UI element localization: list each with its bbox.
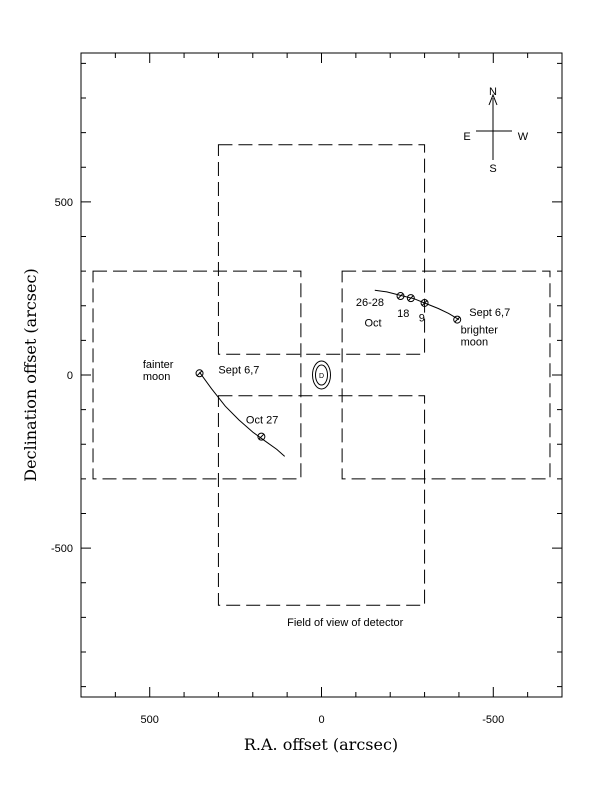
compass-east-label: E: [463, 131, 470, 143]
annotation-label: Sept 6,7: [218, 364, 259, 376]
moon-marker-cross: [407, 295, 414, 301]
moon-tracks-layer: D: [195, 289, 462, 457]
ticks-layer: 500 0 -500 500 0 -500: [51, 53, 562, 726]
y-tick-label: 0: [67, 370, 73, 382]
annotation-label: 9: [419, 312, 425, 324]
detector-field: [341, 270, 551, 480]
moon-marker: [195, 369, 204, 378]
annotation-label: Oct 27: [246, 414, 278, 426]
compass-west-label: W: [518, 131, 529, 143]
moon-marker-cross: [421, 300, 428, 306]
detector-field: [92, 270, 302, 480]
primary-body-inner-ring: [315, 364, 328, 386]
moon-marker-cross: [258, 433, 265, 440]
compass-south-label: S: [489, 163, 496, 175]
moon-track: [374, 289, 460, 321]
annotation-label: fainter: [143, 359, 174, 371]
compass-arrow-icon: [488, 93, 498, 106]
primary-body-outer-ring: [312, 360, 331, 390]
moon-marker-cross: [397, 293, 404, 299]
y-axis-title: Declination offset (arcsec): [21, 268, 40, 481]
annotation-label: 26-28: [356, 297, 384, 309]
moon-marker: [420, 298, 429, 307]
moon-marker: [396, 292, 405, 301]
annotation-label: moon: [461, 337, 489, 349]
primary-body-label: D: [319, 373, 324, 380]
annotation-label: Sept 6,7: [469, 307, 510, 319]
annotation-label: Oct: [364, 318, 381, 330]
x-tick-label: 500: [141, 714, 159, 726]
detector-field: [217, 144, 426, 355]
annotation-label: 18: [397, 308, 409, 320]
moon-marker-cross: [454, 316, 461, 323]
annotation-label: moon: [143, 371, 171, 383]
x-axis-title: R.A. offset (arcsec): [244, 735, 398, 754]
x-tick-label: -500: [482, 714, 504, 726]
moon-track: [199, 371, 286, 457]
compass-north-label: N: [489, 86, 497, 98]
y-tick-label: 500: [55, 197, 73, 209]
compass: N S E W: [463, 86, 528, 175]
detector-fields-layer: [92, 144, 551, 606]
annotation-label: brighter: [461, 324, 499, 336]
y-tick-label: -500: [51, 543, 73, 555]
annotation-label: Field of view of detector: [287, 617, 404, 629]
moon-marker: [406, 294, 415, 303]
moon-marker: [257, 432, 266, 441]
detector-field: [217, 395, 426, 606]
moon-marker: [453, 315, 462, 324]
x-tick-label: 0: [318, 714, 324, 726]
moon-marker-cross: [196, 370, 203, 377]
